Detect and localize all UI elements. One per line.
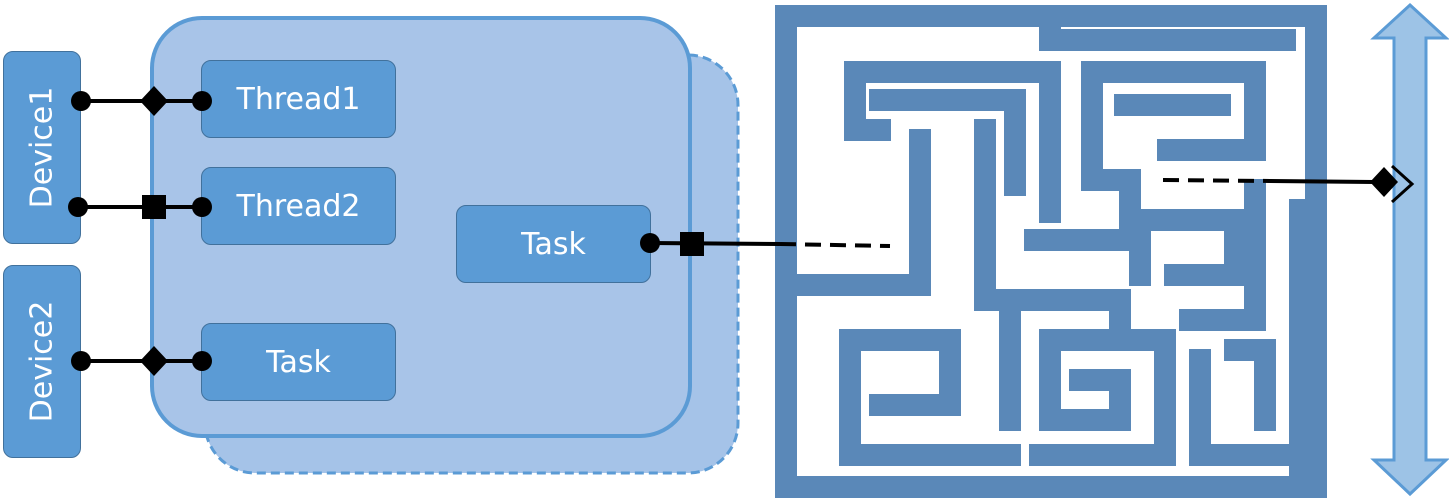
thread1-label: Thread1 <box>236 81 361 117</box>
maze-graphic <box>775 5 1327 498</box>
device1-label: Device1 <box>24 86 60 209</box>
task-box-center[interactable]: Task <box>456 205 651 283</box>
thread1-box[interactable]: Thread1 <box>201 60 396 138</box>
connector-device1-thread2 <box>68 195 212 219</box>
device1-box[interactable]: Device1 <box>3 51 81 244</box>
square-marker <box>680 232 704 256</box>
connector-device1-thread1 <box>71 86 212 116</box>
diamond-marker <box>1370 167 1398 197</box>
maze-walls <box>789 9 1311 481</box>
diamond-marker <box>140 346 168 376</box>
maze-outer-wall <box>775 5 1327 498</box>
connector-task-maze <box>640 232 891 256</box>
device2-label: Device2 <box>24 300 60 423</box>
arrow-tip-marker <box>1390 164 1415 204</box>
thread2-box[interactable]: Thread2 <box>201 167 396 245</box>
vertical-double-arrow <box>1370 2 1449 497</box>
task-left-label: Task <box>266 344 331 380</box>
diamond-marker <box>140 86 168 116</box>
connector-maze-arrow <box>1162 164 1415 204</box>
thread2-label: Thread2 <box>236 188 361 224</box>
task-box-left[interactable]: Task <box>201 323 396 401</box>
square-marker <box>142 195 166 219</box>
task-center-label: Task <box>521 226 586 262</box>
connector-device2-task <box>71 346 212 376</box>
device2-box[interactable]: Device2 <box>3 265 81 458</box>
